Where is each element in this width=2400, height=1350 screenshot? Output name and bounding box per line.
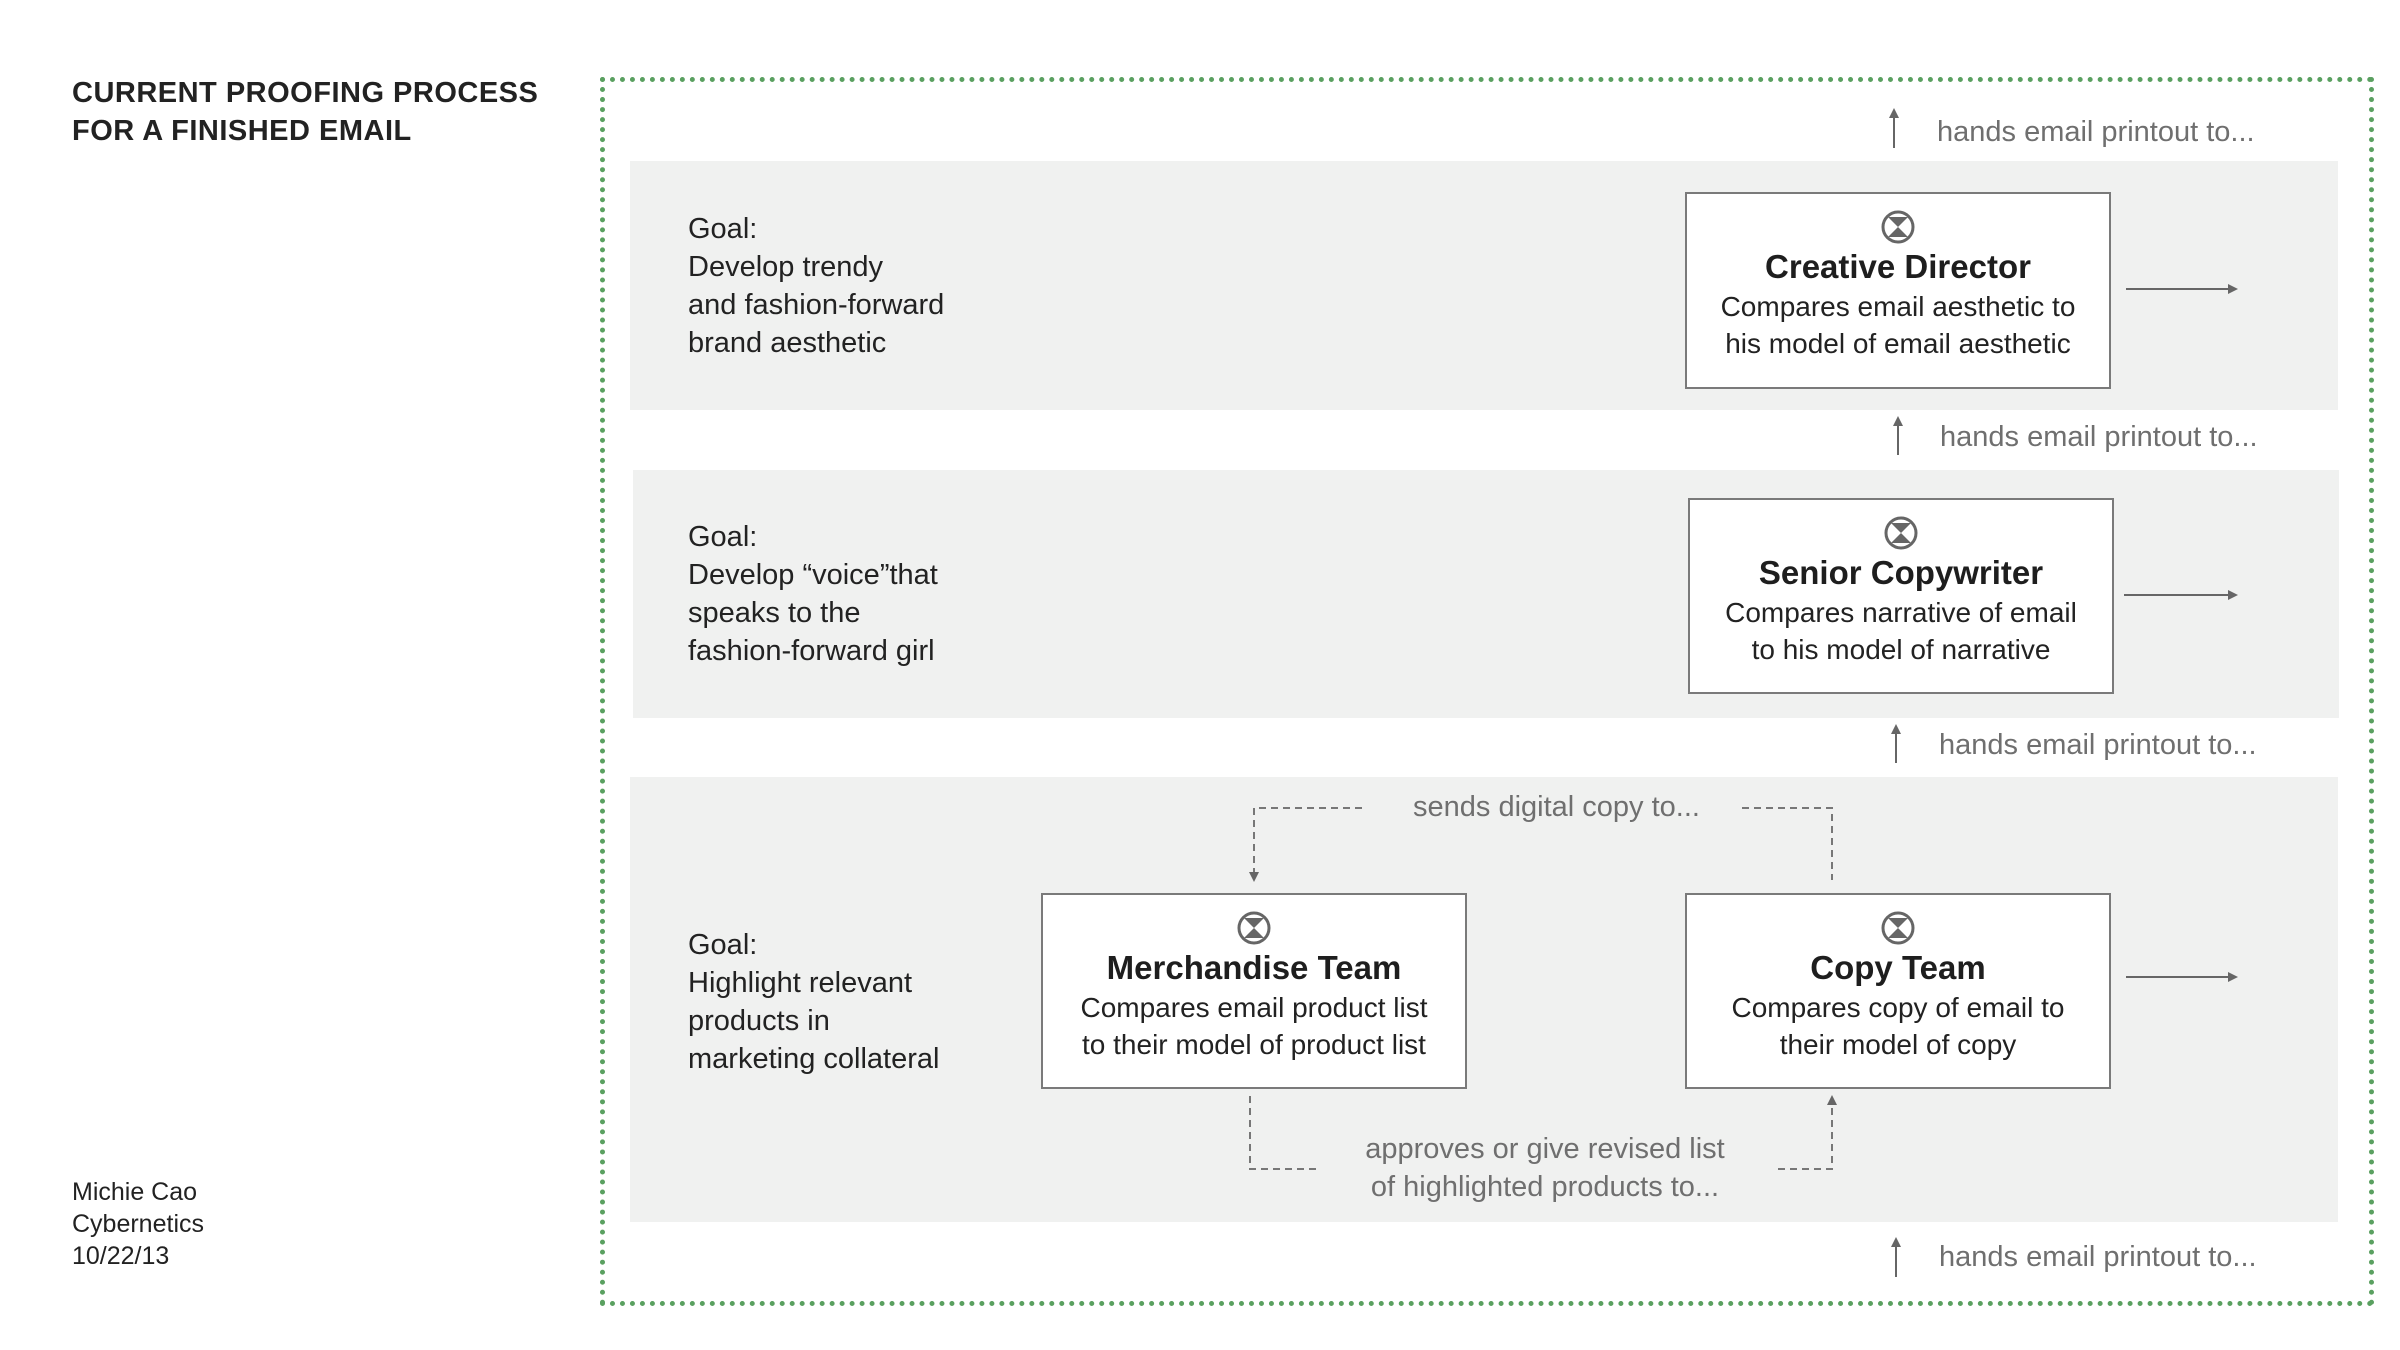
role-name: Senior Copywriter <box>1758 554 2044 591</box>
role-box-senior-copywriter: Senior Copywriter Compares narrative of … <box>1688 498 2114 694</box>
role-desc-line: Compares copy of email to <box>1731 992 2065 1023</box>
goal-line: and fashion-forward <box>688 289 945 321</box>
role-name: Merchandise Team <box>1106 949 1402 986</box>
role-desc-line: to their model of product list <box>1082 1029 1426 1060</box>
role-desc-line: his model of email aesthetic <box>1725 328 2071 359</box>
goal-label: Goal: <box>688 929 758 961</box>
goal-teams: Goal: Highlight relevant products in mar… <box>688 926 988 1078</box>
handoff-note-top: hands email printout to... <box>1937 116 2255 148</box>
role-name: Copy Team <box>1810 949 1986 986</box>
goal-line: products in <box>688 1005 830 1037</box>
role-desc-line: Compares email aesthetic to <box>1720 291 2076 322</box>
person-icon <box>1881 210 1915 244</box>
person-icon <box>1237 911 1271 945</box>
handoff-note-bottom: hands email printout to... <box>1939 1241 2257 1273</box>
goal-line: Develop “voice”that <box>688 559 938 591</box>
diagram-title: CURRENT PROOFING PROCESS FOR A FINISHED … <box>72 74 592 150</box>
handoff-note-teams: hands email printout to... <box>1939 729 2257 761</box>
author-date: 10/22/13 <box>72 1242 170 1270</box>
goal-label: Goal: <box>688 521 758 553</box>
role-desc-line: Compares email product list <box>1080 992 1428 1023</box>
author-name: Michie Cao <box>72 1178 198 1206</box>
handoff-note-copywriter: hands email printout to... <box>1940 421 2258 453</box>
person-icon <box>1884 516 1918 550</box>
sends-digital-copy-note: sends digital copy to... <box>1413 791 1700 823</box>
role-desc-line: their model of copy <box>1779 1029 2017 1060</box>
role-desc-line: Compares narrative of email <box>1725 597 2077 628</box>
approves-line: of highlighted products to... <box>1370 1171 1720 1203</box>
author-block: Michie Cao Cybernetics 10/22/13 <box>72 1176 204 1272</box>
title-line-2: FOR A FINISHED EMAIL <box>72 115 412 147</box>
approves-list-note: approves or give revised list of highlig… <box>1320 1130 1770 1206</box>
goal-line: Highlight relevant <box>688 967 913 999</box>
role-box-copy-team: Copy Team Compares copy of email to thei… <box>1685 893 2111 1089</box>
goal-line: marketing collateral <box>688 1043 940 1075</box>
role-box-creative-director: Creative Director Compares email aesthet… <box>1685 192 2111 389</box>
role-box-merchandise-team: Merchandise Team Compares email product … <box>1041 893 1467 1089</box>
author-course: Cybernetics <box>72 1210 204 1238</box>
goal-copywriter: Goal: Develop “voice”that speaks to the … <box>688 518 988 670</box>
goal-line: brand aesthetic <box>688 327 887 359</box>
goal-creative: Goal: Develop trendy and fashion-forward… <box>688 210 988 362</box>
goal-label: Goal: <box>688 213 758 245</box>
goal-line: Develop trendy <box>688 251 884 283</box>
title-line-1: CURRENT PROOFING PROCESS <box>72 77 539 109</box>
goal-line: speaks to the <box>688 597 861 629</box>
process-frame <box>600 77 2374 1306</box>
role-name: Creative Director <box>1765 248 2031 285</box>
person-icon <box>1881 911 1915 945</box>
goal-line: fashion-forward girl <box>688 635 935 667</box>
approves-line: approves or give revised list <box>1365 1133 1725 1165</box>
role-desc-line: to his model of narrative <box>1751 634 2051 665</box>
